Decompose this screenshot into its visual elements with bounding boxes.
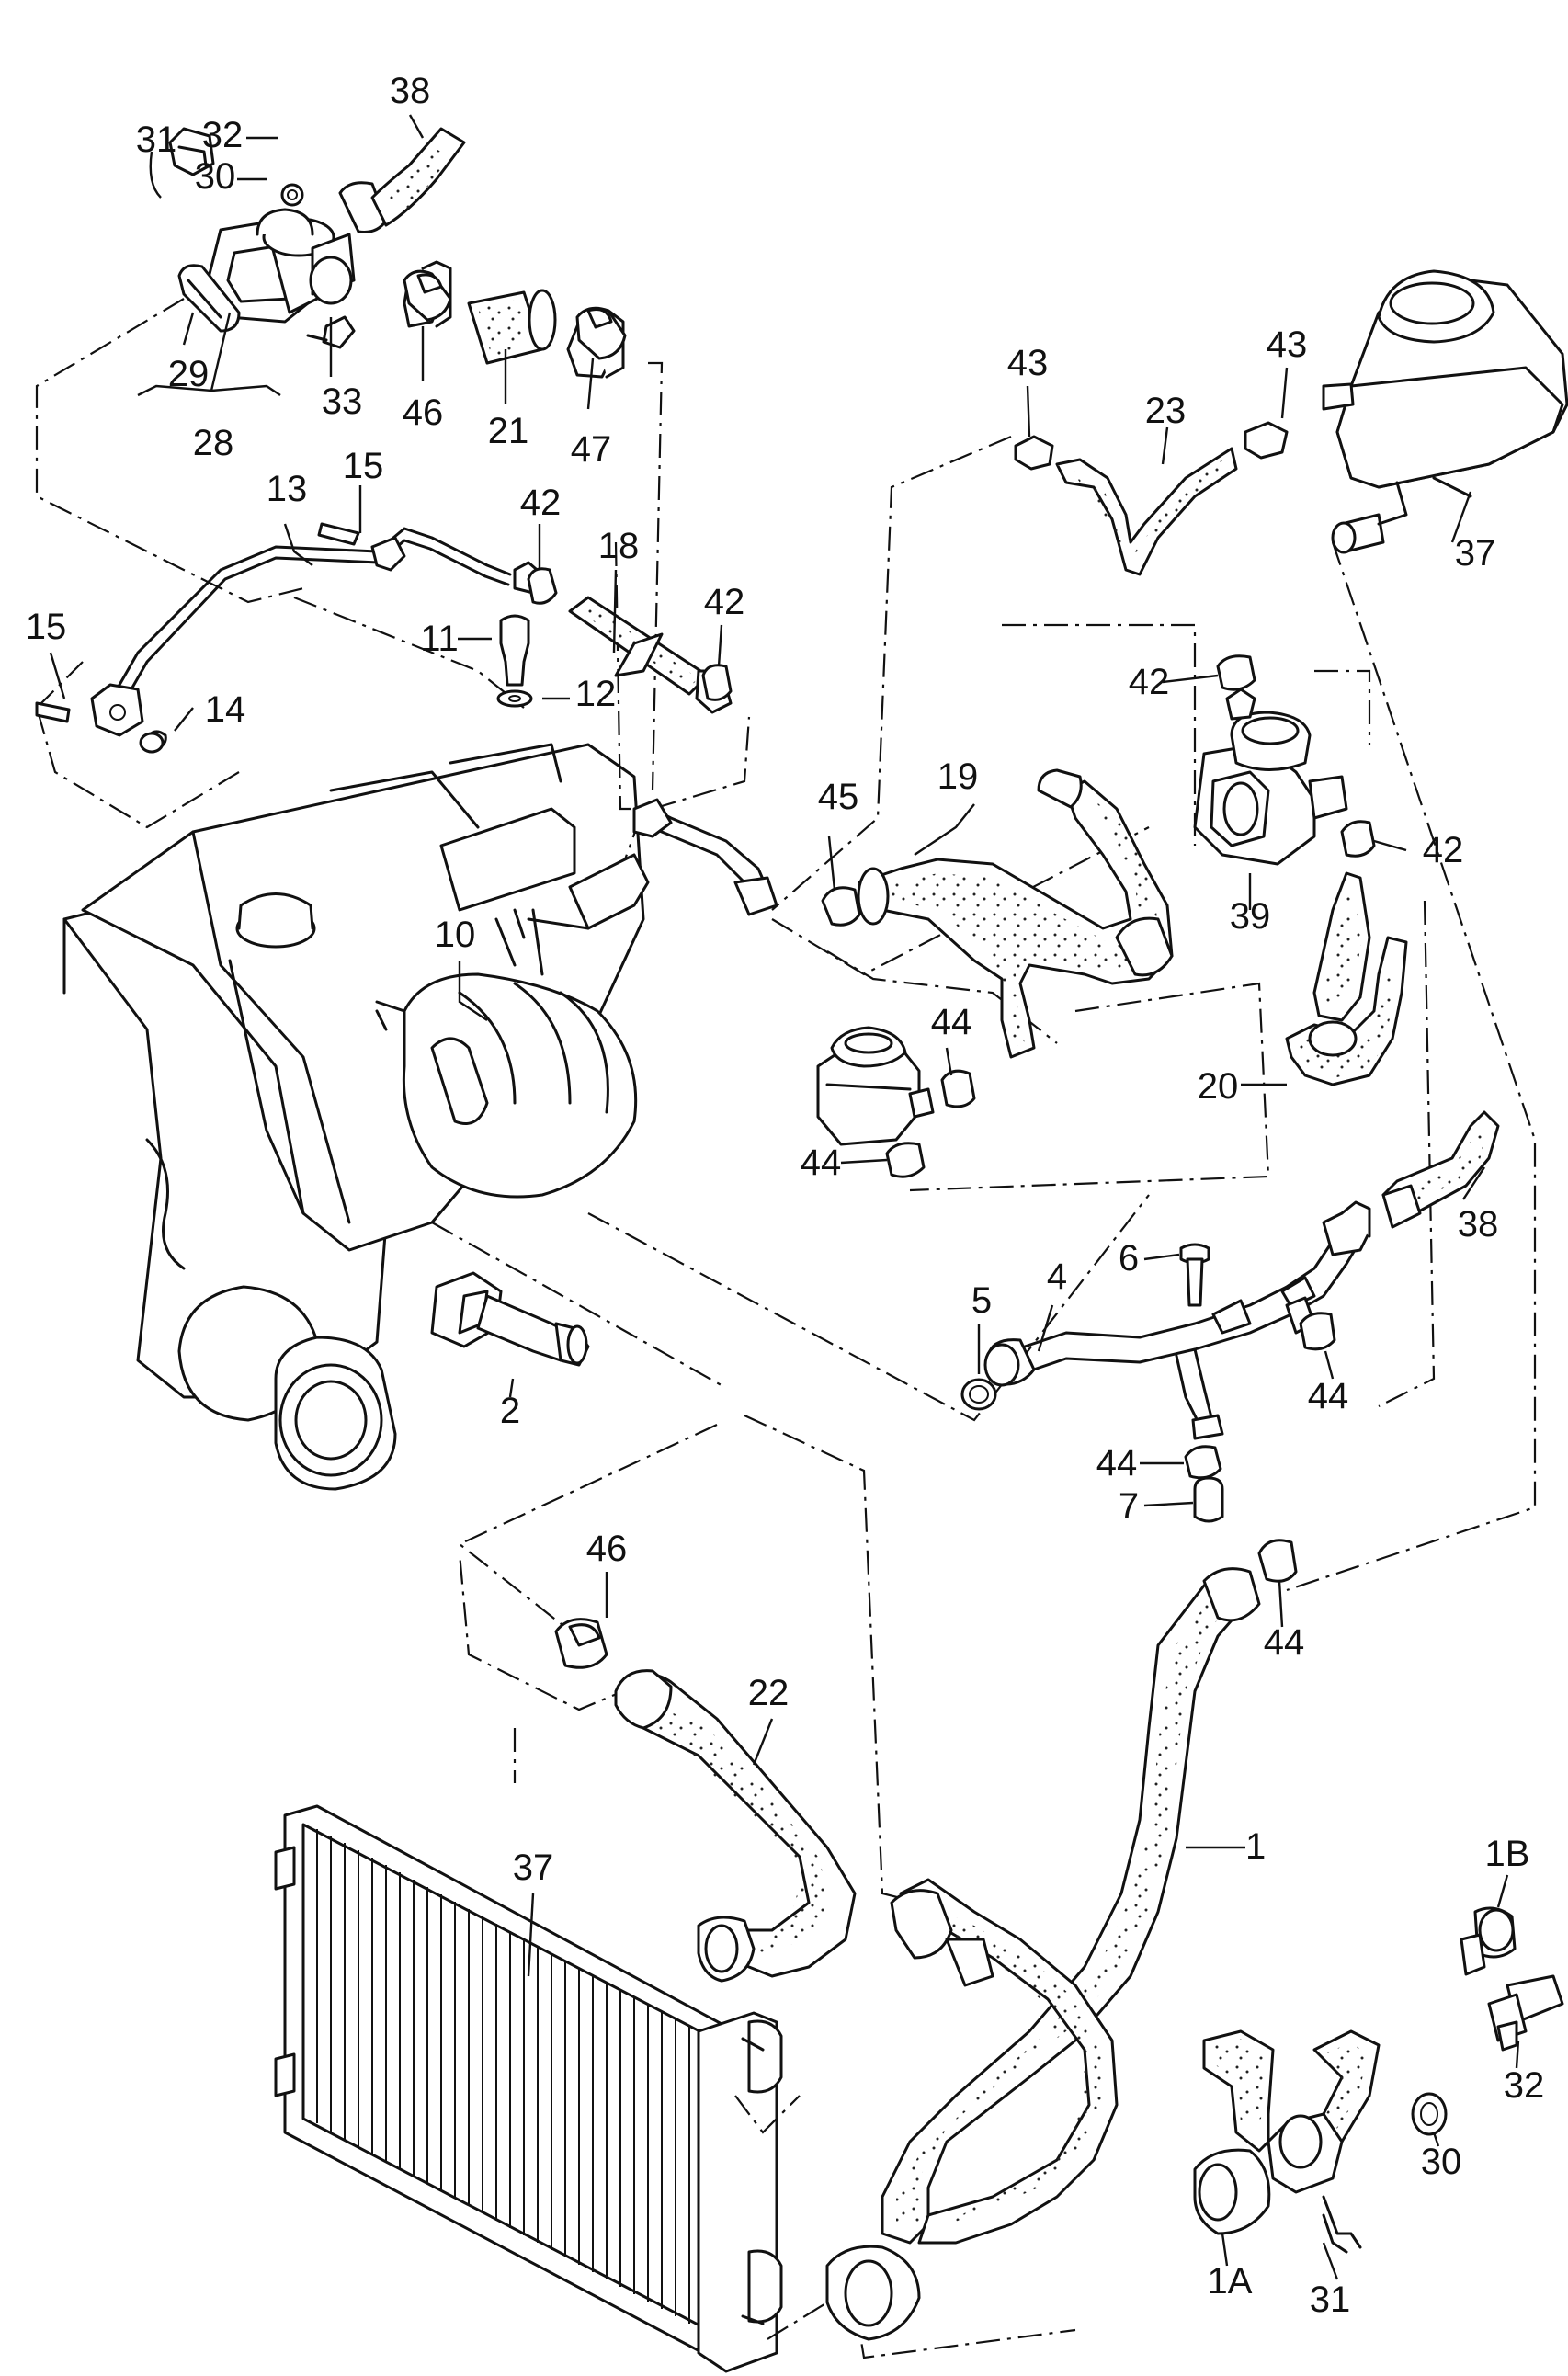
heater-pipe-4 (983, 1200, 1371, 1440)
callout-14: 14 (205, 689, 246, 730)
sensor-1B (1460, 1906, 1517, 1976)
callout-44-hose1: 44 (1264, 1622, 1305, 1663)
callout-42-upper-right: 42 (704, 582, 745, 622)
callout-30-lower: 30 (1421, 2142, 1462, 2182)
callout-44-lower: 44 (1096, 1443, 1138, 1484)
callout-29: 29 (168, 354, 210, 394)
hose-19 (857, 768, 1174, 1059)
assembly-lines (35, 298, 1537, 2359)
callout-13: 13 (267, 469, 308, 509)
callout-42-mid: 42 (1129, 662, 1170, 702)
callout-labels: 38 31 32 30 29 28 33 46 21 47 43 23 43 3… (26, 71, 1545, 2320)
o-ring-5 (960, 1378, 997, 1411)
callout-21: 21 (488, 411, 529, 451)
callout-18: 18 (598, 526, 640, 566)
callout-1: 1 (1245, 1826, 1266, 1867)
callout-45: 45 (818, 777, 859, 817)
hose-22 (614, 1669, 857, 1983)
sensor-32-lower (1487, 1974, 1564, 2052)
callout-5: 5 (971, 1280, 992, 1321)
callout-11: 11 (420, 619, 459, 659)
o-ring-14 (139, 732, 165, 754)
callout-32-lower: 32 (1504, 2065, 1545, 2106)
hose-connector-1A (1193, 2029, 1381, 2254)
callout-7: 7 (1119, 1486, 1139, 1527)
callout-22: 22 (748, 1673, 790, 1713)
callout-42-right: 42 (1423, 830, 1464, 870)
callout-4: 4 (1047, 1256, 1067, 1297)
bolt-6 (1179, 1243, 1210, 1307)
overflow-hose-23 (1014, 421, 1289, 576)
callout-6: 6 (1119, 1238, 1139, 1279)
callout-12: 12 (575, 674, 617, 714)
radiator (274, 1804, 783, 2373)
clamps (403, 269, 1376, 1669)
expansion-tank-37 (1322, 269, 1568, 554)
callout-31-top: 31 (136, 119, 177, 160)
hose-38-right (1381, 1110, 1500, 1229)
callout-31-lower: 31 (1310, 2279, 1351, 2320)
callout-39: 39 (1230, 896, 1271, 937)
callout-1B: 1B (1485, 1834, 1530, 1874)
callout-44-left: 44 (801, 1143, 842, 1183)
callout-32-top: 32 (202, 115, 244, 155)
callout-23: 23 (1145, 391, 1187, 431)
hose-20 (1285, 871, 1408, 1086)
callout-1A: 1A (1208, 2261, 1253, 2302)
breather-pipe-13 (35, 522, 544, 751)
callout-20: 20 (1198, 1066, 1239, 1107)
callout-47: 47 (571, 429, 612, 470)
callout-37-tank: 37 (1455, 533, 1496, 574)
callout-19: 19 (937, 756, 979, 797)
thermostat-housing-group (168, 127, 625, 379)
engine-block (62, 743, 645, 1491)
coolant-flange-39 (1193, 688, 1348, 866)
callout-2: 2 (500, 1391, 520, 1431)
callout-46-lower: 46 (586, 1529, 628, 1569)
upper-coolant-pipe (513, 798, 778, 939)
callout-43-left: 43 (1007, 343, 1049, 383)
leader-lines (49, 114, 1520, 2280)
lower-hose-1 (825, 1567, 1261, 2341)
callout-28: 28 (193, 423, 234, 463)
callout-30-top: 30 (195, 156, 236, 197)
callout-43-right: 43 (1267, 324, 1308, 365)
callout-33: 33 (322, 381, 363, 422)
small-reservoir (816, 1026, 935, 1146)
callout-10: 10 (435, 915, 476, 955)
water-pipe-2 (430, 1271, 590, 1367)
callout-44-reservoir: 44 (931, 1002, 972, 1042)
callout-42-upper-left: 42 (520, 483, 562, 523)
o-ring-30-lower (1411, 2092, 1448, 2136)
callout-15-left: 15 (26, 607, 67, 647)
callout-44-pipe: 44 (1308, 1376, 1349, 1416)
callout-38-top: 38 (390, 71, 431, 111)
callout-15-upper: 15 (343, 446, 384, 486)
cap-7 (1193, 1476, 1224, 1523)
callout-46-top: 46 (403, 392, 444, 433)
bolt-11-washer-12 (496, 614, 533, 708)
callout-37-radiator: 37 (513, 1847, 554, 1888)
callout-38-right: 38 (1458, 1204, 1499, 1245)
